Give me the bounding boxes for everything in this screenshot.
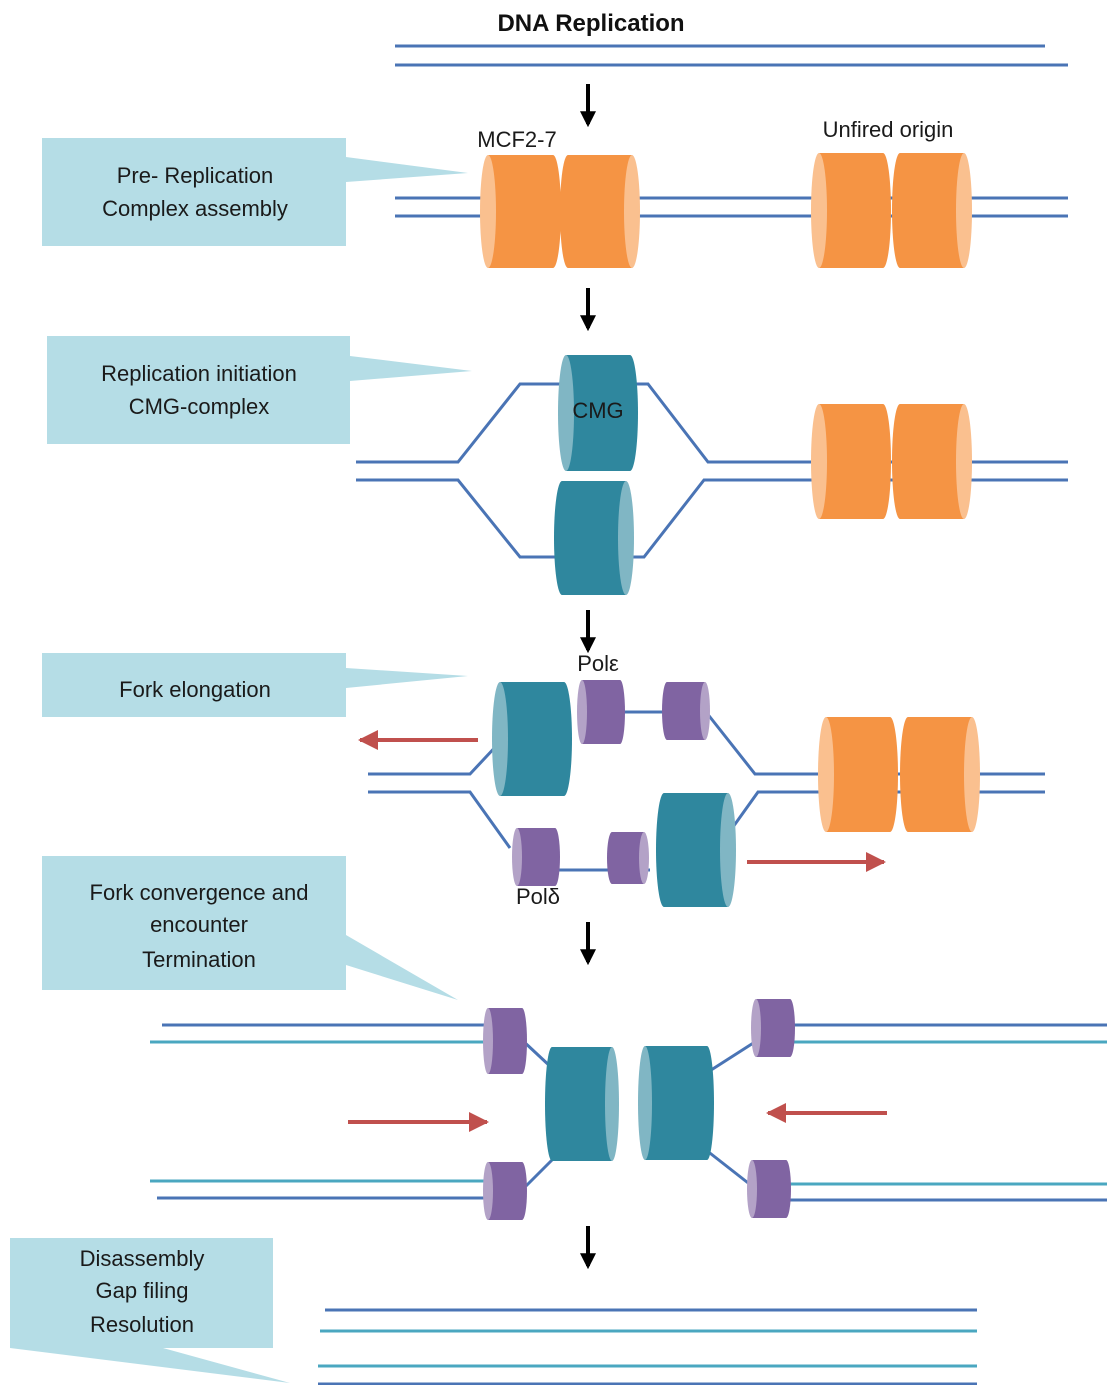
cmg-cylinder-icon (554, 481, 634, 595)
callout-pre-replication: Pre- Replication Complex assembly (42, 138, 468, 246)
cmg-label: CMG (572, 398, 623, 423)
mcm-cylinder-icon (900, 717, 980, 832)
pol-cylinder-icon (483, 1162, 527, 1220)
mcm-cylinder-icon (560, 155, 640, 268)
mcm-cylinder-icon (811, 153, 891, 268)
callout-line: Replication initiation (101, 361, 297, 386)
callout-line: encounter (150, 912, 248, 937)
callout-line: CMG-complex (129, 394, 270, 419)
callout-elongation: Fork elongation (42, 653, 468, 717)
pol-cylinder-icon (747, 1160, 791, 1218)
unfired-origin-label: Unfired origin (823, 117, 954, 142)
callout-line: Fork convergence and (90, 880, 309, 905)
pol-epsilon-label: Polε (577, 651, 619, 676)
pol-epsilon-cylinder-icon (577, 680, 625, 744)
mcm-cylinder-icon (818, 717, 898, 832)
final-dna (318, 1308, 977, 1385)
cmg-cylinder-icon (656, 793, 736, 907)
pol-cylinder-icon (607, 832, 649, 884)
mcm-cylinder-icon (892, 404, 972, 519)
diagram-title: DNA Replication (497, 10, 684, 37)
callout-line: Termination (142, 947, 256, 972)
mcm-label: MCF2-7 (477, 127, 556, 152)
cmg-cylinder-icon (492, 682, 572, 796)
callout-termination: Fork convergence and encounter Terminati… (42, 856, 458, 1000)
cmg-cylinder-icon (638, 1046, 714, 1160)
initial-dna (395, 44, 1068, 67)
callout-line: Complex assembly (102, 196, 288, 221)
stage4-dna (150, 1023, 1107, 1202)
callout-line: Disassembly (80, 1246, 205, 1271)
pol-cylinder-icon (751, 999, 795, 1057)
callout-line: Fork elongation (119, 677, 271, 702)
pol-cylinder-icon (662, 682, 710, 740)
cmg-cylinder-icon (545, 1047, 619, 1161)
mcm-cylinder-icon (892, 153, 972, 268)
pol-delta-label: Polδ (516, 884, 560, 909)
callout-resolution: Disassembly Gap filing Resolution (10, 1238, 290, 1383)
callout-initiation: Replication initiation CMG-complex (47, 336, 472, 444)
mcm-cylinder-icon (811, 404, 891, 519)
cmg-cylinder-icon (558, 355, 638, 471)
pol-cylinder-icon (483, 1008, 527, 1074)
mcm-cylinder-icon (480, 155, 561, 268)
callout-line: Pre- Replication (117, 163, 274, 188)
callout-line: Resolution (90, 1312, 194, 1337)
pol-delta-cylinder-icon (512, 828, 560, 886)
callout-line: Gap filing (96, 1278, 189, 1303)
